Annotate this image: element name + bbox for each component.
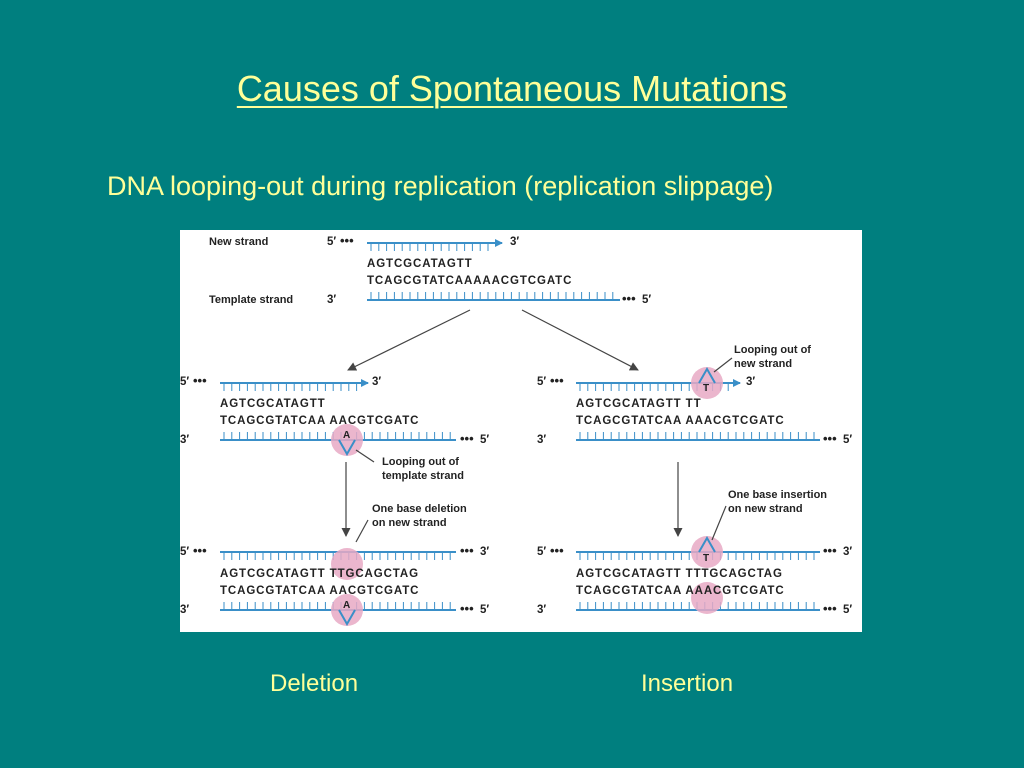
svg-text:3′: 3′: [372, 376, 381, 388]
left-mid-loop-highlight: [331, 424, 363, 456]
svg-text:•••: •••: [340, 233, 354, 248]
right-bottom-loop-highlight: [691, 536, 723, 568]
svg-text:5′: 5′: [480, 434, 489, 446]
left-bottom-template-sequence: TCAGCGTATCAA AACGTCGATC: [220, 585, 419, 597]
left-bottom-new-sequence: AGTCGCATAGTT TTGCAGCTAG: [220, 568, 419, 580]
pointer-new-loop: [713, 357, 733, 373]
left-mid-new-sequence: AGTCGCATAGTT: [220, 398, 326, 410]
insertion-label-2: on new strand: [728, 503, 803, 515]
svg-text:•••: •••: [550, 373, 564, 388]
insertion-label-1: One base insertion: [728, 489, 827, 501]
left-mid-loop-base: A: [343, 430, 350, 441]
svg-text:•••: •••: [460, 601, 474, 616]
svg-text:3′: 3′: [537, 604, 546, 616]
svg-text:3′: 3′: [537, 434, 546, 446]
svg-text:5′: 5′: [537, 376, 546, 388]
right-bottom-loop: [698, 535, 716, 553]
replication-slippage-figure: New strand 5′ ••• 3′ AGTCGCATAGTT TCAGCG…: [180, 230, 862, 632]
top-template-5prime: 5′: [642, 294, 651, 306]
svg-text:•••: •••: [823, 431, 837, 446]
svg-text:3′: 3′: [746, 376, 755, 388]
pointer-template-loop: [355, 449, 375, 463]
svg-text:5′: 5′: [180, 546, 189, 558]
left-mid-loop-label-1: Looping out of: [382, 456, 459, 468]
deletion-label-1: One base deletion: [372, 503, 467, 515]
right-bottom-template-sequence: TCAGCGTATCAA AAACGTCGATC: [576, 585, 785, 597]
right-mid-loop-label-1: Looping out of: [734, 344, 811, 356]
loop-highlights: [331, 366, 723, 627]
svg-text:•••: •••: [460, 431, 474, 446]
new-strand-label: New strand: [209, 236, 268, 248]
right-bottom-new-sequence: AGTCGCATAGTT TTTGCAGCTAG: [576, 568, 783, 580]
left-bottom-loop: [338, 609, 356, 627]
pointer-insertion: [711, 505, 727, 541]
svg-text:3′: 3′: [180, 604, 189, 616]
slide-title: Causes of Spontaneous Mutations: [236, 68, 788, 109]
svg-text:•••: •••: [193, 543, 207, 558]
svg-text:5′: 5′: [180, 376, 189, 388]
deletion-label-2: on new strand: [372, 517, 447, 529]
svg-text:•••: •••: [622, 291, 636, 306]
svg-text:3′: 3′: [843, 546, 852, 558]
left-bottom-loop-base: A: [343, 600, 350, 611]
arrow-to-deletion: [347, 309, 471, 371]
top-new-sequence: AGTCGCATAGTT: [367, 258, 473, 270]
deletion-caption: Deletion: [270, 670, 359, 697]
svg-text:•••: •••: [823, 601, 837, 616]
left-bottom-loop-highlight: [331, 594, 363, 626]
template-strand-label: Template strand: [209, 294, 293, 306]
right-mid-loop-label-2: new strand: [734, 358, 792, 370]
right-bottom-insertion-highlight: [691, 582, 723, 614]
top-template-sequence: TCAGCGTATCAAAAACGTCGATC: [367, 275, 572, 287]
svg-text:•••: •••: [550, 543, 564, 558]
svg-text:5′: 5′: [480, 604, 489, 616]
svg-text:•••: •••: [460, 543, 474, 558]
right-mid-loop: [698, 366, 716, 384]
top-template-3prime: 3′: [327, 294, 336, 306]
slide-subtitle: DNA looping-out during replication (repl…: [107, 171, 774, 201]
replication-slippage-diagram: New strand 5′ ••• 3′ AGTCGCATAGTT TCAGCG…: [180, 233, 852, 627]
svg-text:•••: •••: [823, 543, 837, 558]
left-mid-template-sequence: TCAGCGTATCAA AACGTCGATC: [220, 415, 419, 427]
top-new-5prime: 5′: [327, 236, 336, 248]
svg-text:5′: 5′: [843, 434, 852, 446]
left-mid-loop-label-2: template strand: [382, 470, 464, 482]
left-mid-loop: [338, 439, 356, 457]
left-bottom-deletion-highlight: [331, 548, 363, 580]
right-mid-template-sequence: TCAGCGTATCAA AAACGTCGATC: [576, 415, 785, 427]
arrow-to-insertion: [521, 309, 639, 371]
svg-text:5′: 5′: [843, 604, 852, 616]
top-new-3prime: 3′: [510, 236, 519, 248]
svg-text:•••: •••: [193, 373, 207, 388]
insertion-caption: Insertion: [641, 670, 734, 697]
right-mid-loop-base: T: [703, 383, 709, 394]
svg-text:5′: 5′: [537, 546, 546, 558]
right-mid-new-sequence: AGTCGCATAGTT TT: [576, 398, 702, 410]
right-mid-loop-highlight: [691, 367, 723, 399]
pointer-deletion: [355, 519, 369, 543]
svg-text:3′: 3′: [180, 434, 189, 446]
right-bottom-loop-base: T: [703, 553, 709, 564]
svg-text:3′: 3′: [480, 546, 489, 558]
